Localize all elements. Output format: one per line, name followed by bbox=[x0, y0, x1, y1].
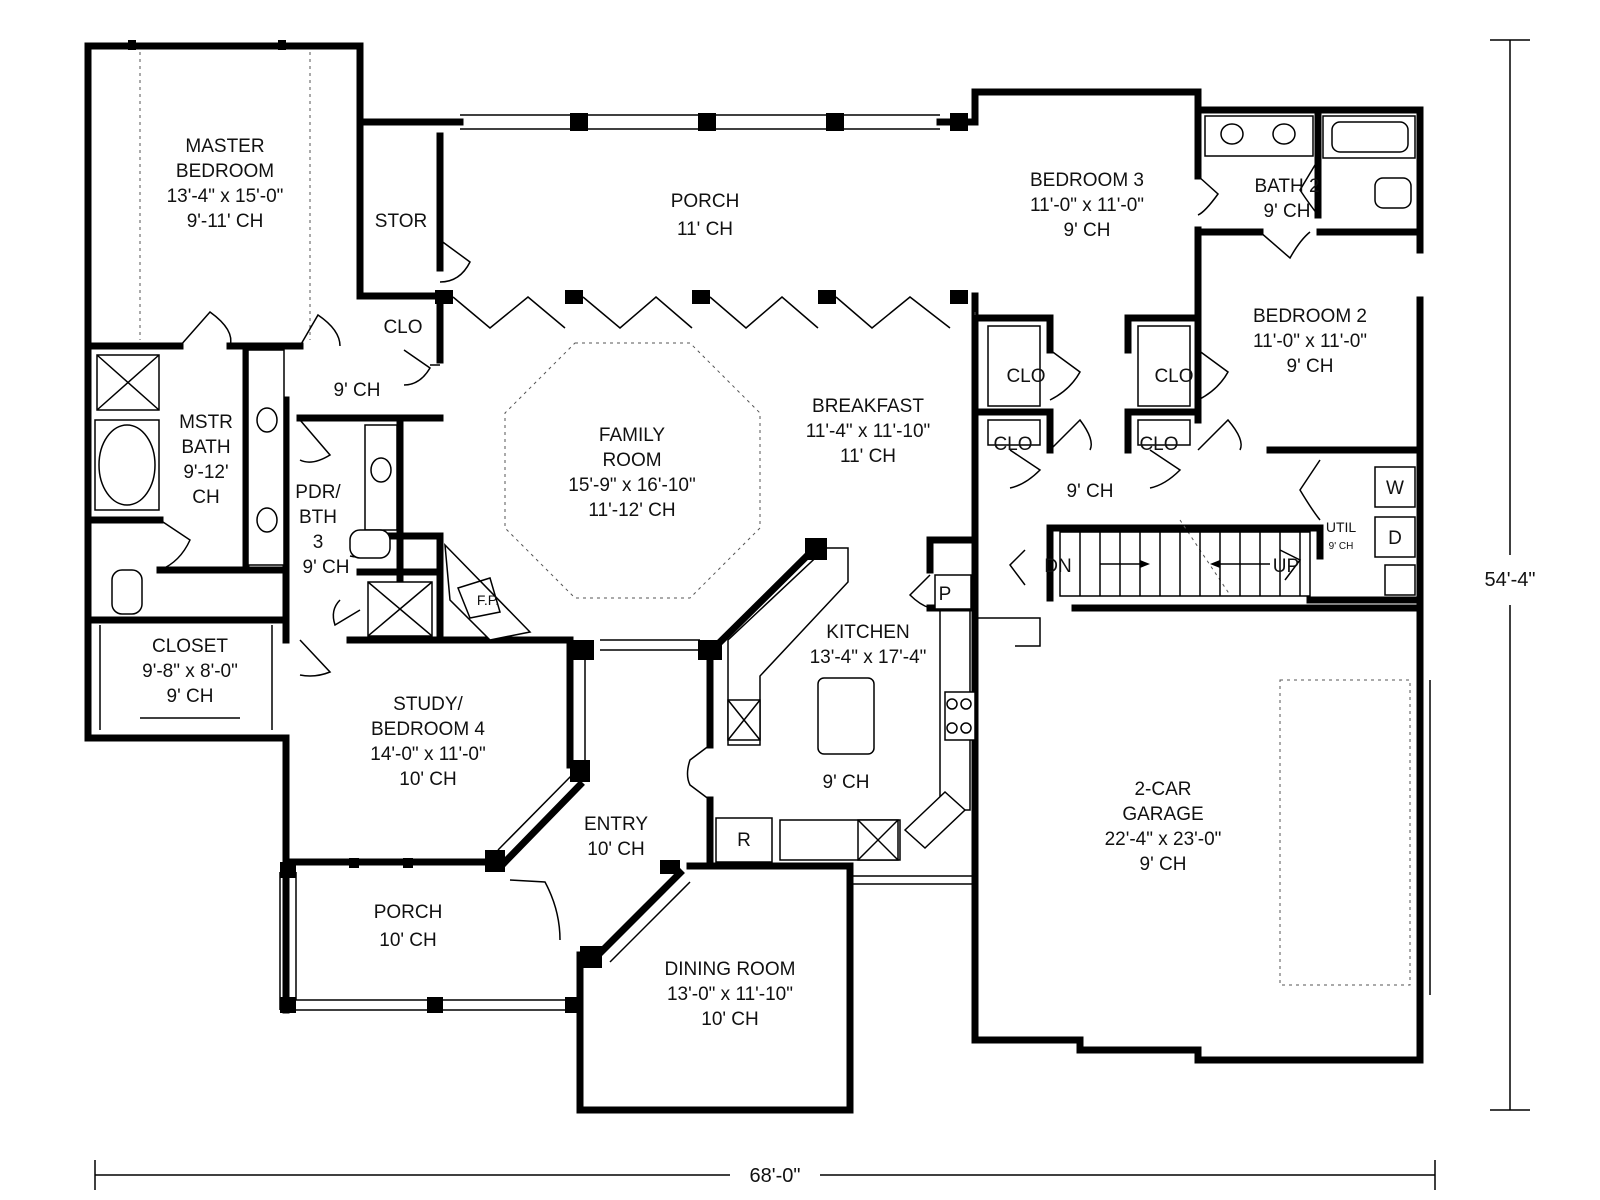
closet-name: CLOSET bbox=[152, 636, 228, 657]
master-bedroom-size: 13'-4" x 15'-0" bbox=[167, 186, 284, 207]
family-room-name: FAMILY bbox=[599, 425, 665, 446]
family-room-size: 15'-9" x 16'-10" bbox=[568, 475, 695, 496]
mstr-bath-ceiling2: CH bbox=[192, 487, 219, 508]
exterior-walls bbox=[84, 42, 1424, 1114]
clo-c-name: CLO bbox=[993, 434, 1032, 455]
width-dimension: 68'-0" bbox=[750, 1165, 801, 1187]
dryer-label: D bbox=[1388, 528, 1402, 549]
closet-ceiling: 9' CH bbox=[167, 686, 214, 707]
door-swings bbox=[159, 159, 1321, 941]
stair-dn-label: DN bbox=[1044, 556, 1071, 577]
toilet-icon bbox=[349, 529, 391, 559]
garage-name2: GARAGE bbox=[1122, 804, 1203, 825]
master-bedroom-ceiling: 9'-11' CH bbox=[187, 211, 264, 232]
study-size: 14'-0" x 11'-0" bbox=[370, 744, 485, 765]
porch-front-name: PORCH bbox=[374, 902, 443, 923]
clo-d-name: CLO bbox=[1139, 434, 1178, 455]
sink-icon bbox=[370, 457, 392, 483]
garage-name: 2-CAR bbox=[1134, 779, 1191, 800]
family-room-name2: ROOM bbox=[602, 450, 661, 471]
pdr-bth-name2: BTH bbox=[299, 507, 337, 528]
dining-ceiling: 10' CH bbox=[701, 1009, 758, 1030]
pdr-bth-name3: 3 bbox=[313, 532, 324, 553]
clo-hall-name: CLO bbox=[383, 317, 422, 338]
hall-left-ceiling: 9' CH bbox=[334, 380, 381, 401]
breakfast-size: 11'-4" x 11'-10" bbox=[806, 421, 931, 442]
fireplace-icon bbox=[444, 542, 532, 641]
bedroom2-ceiling: 9' CH bbox=[1287, 356, 1334, 377]
depth-dimension: 54'-4" bbox=[1485, 569, 1536, 591]
clo-a-name: CLO bbox=[1006, 366, 1045, 387]
breakfast-name: BREAKFAST bbox=[812, 396, 924, 417]
dining-size: 13'-0" x 11'-10" bbox=[667, 984, 793, 1005]
kitchen-island bbox=[817, 677, 875, 755]
kitchen-name: KITCHEN bbox=[826, 622, 909, 643]
study-ceiling: 10' CH bbox=[399, 769, 456, 790]
kitchen-size: 13'-4" x 17'-4" bbox=[810, 647, 927, 668]
sink-icon bbox=[1220, 123, 1244, 145]
bedroom2-name: BEDROOM 2 bbox=[1253, 306, 1367, 327]
garage-size: 22'-4" x 23'-0" bbox=[1105, 829, 1222, 850]
breakfast-ceiling: 11' CH bbox=[840, 446, 896, 467]
clo-b-name: CLO bbox=[1154, 366, 1193, 387]
pantry bbox=[934, 574, 972, 610]
entry-ceiling: 10' CH bbox=[587, 839, 644, 860]
refrigerator-label: R bbox=[737, 830, 751, 851]
washer-label: W bbox=[1386, 478, 1404, 499]
fixtures bbox=[94, 115, 1416, 986]
mstr-bath-ceiling: 9'-12' bbox=[183, 462, 228, 483]
sink-icon bbox=[903, 790, 967, 850]
closet-size: 9'-8" x 8'-0" bbox=[142, 661, 238, 682]
bedroom3-ceiling: 9' CH bbox=[1064, 220, 1111, 241]
mstr-bath-name: MSTR bbox=[179, 412, 233, 433]
bath2-name: BATH 2 bbox=[1254, 176, 1319, 197]
study-name: STUDY/ bbox=[393, 694, 463, 715]
pdr-bth-name: PDR/ bbox=[295, 482, 341, 503]
folding-doors bbox=[452, 296, 951, 329]
stair-up-label: UP bbox=[1273, 556, 1299, 577]
dining-name: DINING ROOM bbox=[665, 959, 796, 980]
master-bedroom-name2: BEDROOM bbox=[176, 161, 274, 182]
study-name2: BEDROOM 4 bbox=[371, 719, 485, 740]
porch-rear-name: PORCH bbox=[671, 191, 740, 212]
fireplace-label: F.P. bbox=[477, 592, 499, 608]
porch-rear-ceiling: 11' CH bbox=[677, 219, 733, 240]
room-labels: MASTER BEDROOM 13'-4" x 15'-0" 9'-11' CH… bbox=[142, 136, 1535, 1187]
garage-ceiling: 9' CH bbox=[1140, 854, 1187, 875]
bedroom3-name: BEDROOM 3 bbox=[1030, 170, 1144, 191]
dimension-lines bbox=[94, 39, 1530, 1190]
pdr-bth-ceiling: 9' CH bbox=[303, 557, 350, 578]
util-ceiling: 9' CH bbox=[1329, 541, 1354, 552]
sink-icon bbox=[256, 507, 278, 533]
kitchen-ceiling: 9' CH bbox=[823, 772, 870, 793]
sink-icon bbox=[256, 407, 278, 433]
family-room-ceiling: 11'-12' CH bbox=[588, 500, 675, 521]
stairs bbox=[1059, 531, 1311, 597]
refrigerator-icon bbox=[715, 817, 773, 863]
toilet-icon bbox=[1374, 177, 1412, 209]
pantry-label: P bbox=[939, 584, 952, 605]
stor-name: STOR bbox=[375, 211, 427, 232]
porch-front-ceiling: 10' CH bbox=[379, 930, 436, 951]
hall-right-ceiling: 9' CH bbox=[1067, 481, 1114, 502]
bath2-ceiling: 9' CH bbox=[1264, 201, 1311, 222]
entry-name: ENTRY bbox=[584, 814, 648, 835]
master-bedroom-name: MASTER bbox=[185, 136, 264, 157]
sink-icon bbox=[1272, 123, 1296, 145]
toilet-icon bbox=[111, 569, 143, 615]
columns bbox=[128, 40, 968, 1013]
bedroom3-size: 11'-0" x 11'-0" bbox=[1030, 195, 1144, 216]
util-name: UTIL bbox=[1326, 519, 1357, 535]
bedroom2-size: 11'-0" x 11'-0" bbox=[1253, 331, 1367, 352]
mstr-bath-name2: BATH bbox=[181, 437, 230, 458]
